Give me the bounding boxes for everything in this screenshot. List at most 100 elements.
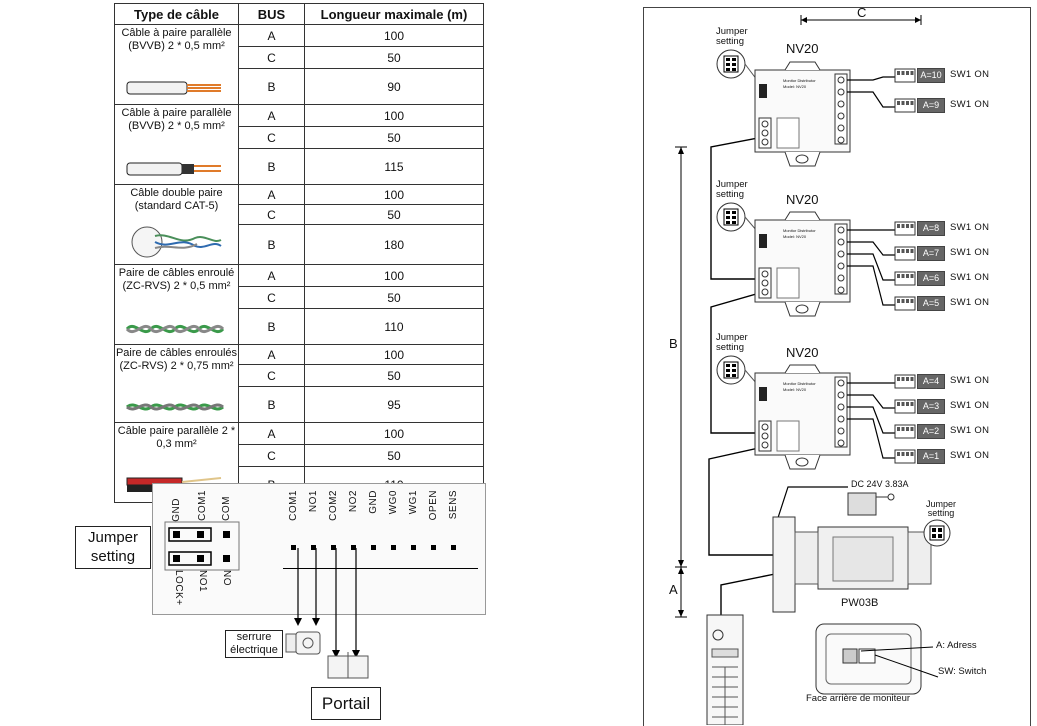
terminal-pin <box>411 545 416 550</box>
bus-cell: C <box>238 364 305 387</box>
legend-switch: SW: Switch <box>938 666 987 677</box>
cable-type-label: Câble double paire (standard CAT-5) <box>130 187 223 212</box>
dip-switch-icon <box>894 374 916 389</box>
length-cell: 50 <box>304 444 484 467</box>
bus-cell: B <box>238 68 305 105</box>
bus-cell: C <box>238 204 305 225</box>
length-cell: 95 <box>304 386 484 423</box>
jumper-setting-label: Jumper setting <box>87 529 139 565</box>
table-row: Câble à paire parallèle (BVVB) 2 * 0,5 m… <box>114 24 484 105</box>
jumper-bottom-label-no1: NO1 <box>197 570 208 593</box>
dip-switch-icon <box>894 449 916 464</box>
terminal-label-gnd: GND <box>368 490 379 514</box>
cable-type-label: Câble paire parallèle 2 * 0,3 mm² <box>117 425 236 450</box>
monitor-address-badge: A=4 <box>917 374 945 389</box>
terminal-label-wg1: WG1 <box>408 490 419 515</box>
distributor-jumper-label: Jumper setting <box>716 332 748 353</box>
power-adapter-label: DC 24V 3.83A <box>851 479 909 489</box>
table-row: Paire de câbles enroulé (ZC-RVS) 2 * 0,5… <box>114 264 484 345</box>
length-cell: 100 <box>304 344 484 365</box>
bus-cell: C <box>238 444 305 467</box>
dip-switch-icon <box>894 246 916 261</box>
switch-setting-label: SW1 ON <box>950 450 990 461</box>
length-cell: 115 <box>304 148 484 185</box>
jumper-setting-icon <box>716 202 764 239</box>
lock-wiring <box>294 548 360 658</box>
length-cell: 90 <box>304 68 484 105</box>
length-cell: 100 <box>304 104 484 127</box>
distributor-box <box>754 211 851 317</box>
dimension-c-label: C <box>857 5 867 20</box>
cable-type-label: Paire de câbles enroulé (ZC-RVS) 2 * 0,5… <box>118 267 235 292</box>
monitor-address-badge: A=1 <box>917 449 945 464</box>
switch-setting-label: SW1 ON <box>950 425 990 436</box>
cable-table-body: Câble à paire parallèle (BVVB) 2 * 0,5 m… <box>114 24 484 503</box>
bus-cell: C <box>238 126 305 149</box>
jumper-setting-box: Jumper setting <box>75 526 151 569</box>
terminal-label-no2: NO2 <box>348 490 359 513</box>
distributor-box <box>754 364 851 470</box>
terminal-pin <box>331 545 336 550</box>
terminal-label-com1: COM1 <box>288 490 299 521</box>
distributor-brand-text: Monitor Distributor <box>783 381 816 386</box>
length-cell: 50 <box>304 286 484 309</box>
terminal-label-no1: NO1 <box>308 490 319 513</box>
legend-address: A: Adress <box>936 640 977 651</box>
monitor-address-badge: A=2 <box>917 424 945 439</box>
cable-type-label: Câble à paire parallèle (BVVB) 2 * 0,5 m… <box>121 27 232 52</box>
table-row: Câble à paire parallèle (BVVB) 2 * 0,5 m… <box>114 104 484 185</box>
distributor-name: NV20 <box>786 345 819 360</box>
electric-lock-label: serrure électrique <box>225 630 283 658</box>
terminal-pin <box>311 545 316 550</box>
dip-switch-icon <box>894 221 916 236</box>
bus-cell: A <box>238 24 305 47</box>
jumper-setting-icon <box>716 49 764 89</box>
terminal-pin <box>351 545 356 550</box>
distributor-model-text: Model: NV20 <box>783 84 807 89</box>
cable-type-label: Câble à paire parallèle (BVVB) 2 * 0,5 m… <box>121 107 232 132</box>
distributor-jumper-label: Jumper setting <box>716 26 748 47</box>
electric-lock-icon <box>285 631 321 655</box>
gate-label-box: Portail <box>311 687 381 720</box>
switch-setting-label: SW1 ON <box>950 400 990 411</box>
length-cell: 110 <box>304 308 484 345</box>
gate-label: Portail <box>321 694 371 713</box>
monitor-address-badge: A=3 <box>917 399 945 414</box>
distributor-name: NV20 <box>786 41 819 56</box>
cable-type-cell: Câble à paire parallèle (BVVB) 2 * 0,5 m… <box>114 24 239 105</box>
bus-cell: A <box>238 104 305 127</box>
monitor-address-badge: A=8 <box>917 221 945 236</box>
switch-setting-label: SW1 ON <box>950 69 990 80</box>
bus-cell: B <box>238 148 305 185</box>
bus-cell: A <box>238 264 305 287</box>
dip-switch-icon <box>894 98 916 113</box>
cable-length-table: Type de câble BUS Longueur maximale (m) … <box>114 3 484 503</box>
header-bus: BUS <box>238 3 305 25</box>
dip-switch-icon <box>894 399 916 414</box>
terminal-label-wg0: WG0 <box>388 490 399 515</box>
cable-type-label: Paire de câbles enroulés (ZC-RVS) 2 * 0,… <box>115 347 238 372</box>
bus-cell: B <box>238 386 305 423</box>
dimension-a-label: A <box>669 582 678 597</box>
switch-setting-label: SW1 ON <box>950 375 990 386</box>
length-cell: 100 <box>304 24 484 47</box>
length-cell: 50 <box>304 204 484 225</box>
jumper-pins-graphic <box>164 521 240 571</box>
dimension-b-label: B <box>669 336 678 351</box>
bus-cell: B <box>238 224 305 265</box>
terminal-pin <box>431 545 436 550</box>
terminal-pin <box>391 545 396 550</box>
bus-cell: C <box>238 286 305 309</box>
dip-switch-icon <box>894 296 916 311</box>
table-row: Paire de câbles enroulés (ZC-RVS) 2 * 0,… <box>114 344 484 423</box>
distributor-jumper-label: Jumper setting <box>716 179 748 200</box>
distributor-brand-text: Monitor Distributor <box>783 78 816 83</box>
switch-setting-label: SW1 ON <box>950 247 990 258</box>
wiring-diagram <box>675 15 939 725</box>
length-cell: 100 <box>304 422 484 445</box>
